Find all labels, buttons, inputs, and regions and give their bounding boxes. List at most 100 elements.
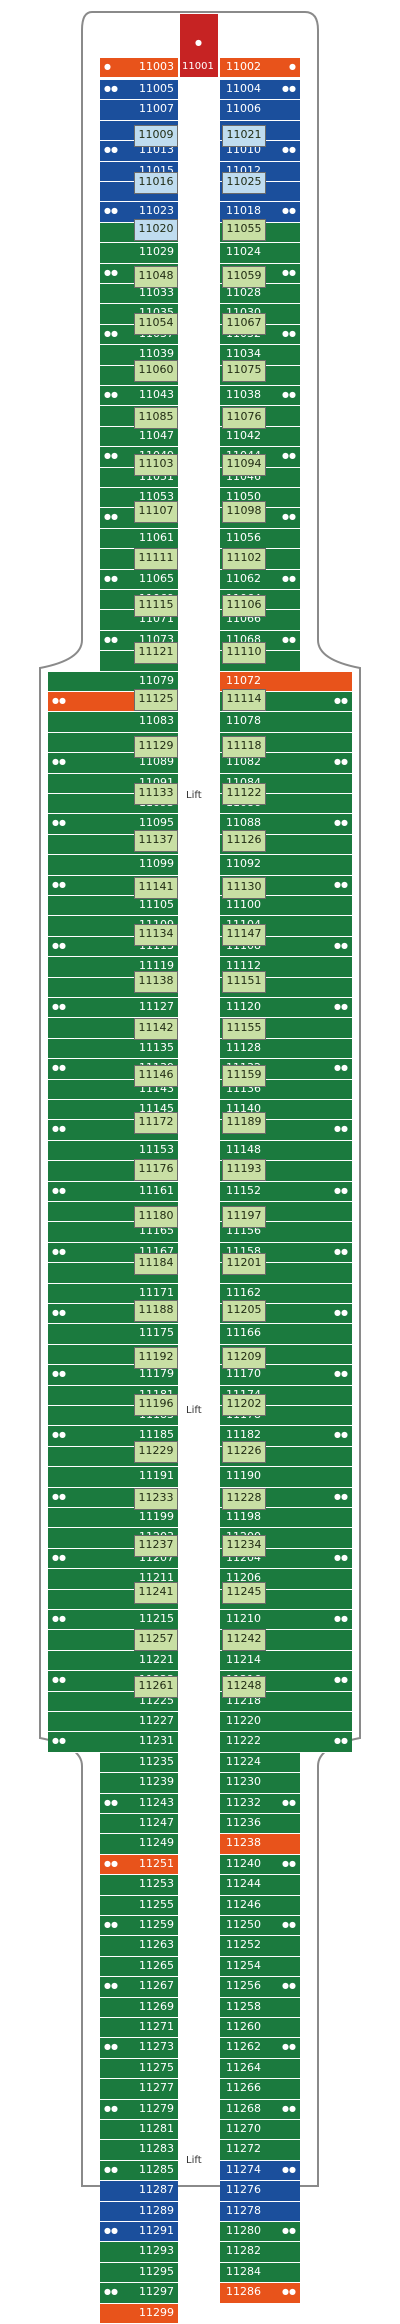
- cabin-11246[interactable]: 11246: [220, 1895, 300, 1916]
- cabin-11276[interactable]: 11276: [220, 2181, 300, 2202]
- cabin-11238[interactable]: 11238: [220, 1834, 300, 1855]
- cabin-11215[interactable]: 11215●●: [48, 1610, 178, 1631]
- cabin-11272[interactable]: 11272: [220, 2140, 300, 2161]
- cabin-11253[interactable]: 11253: [100, 1875, 178, 1896]
- cabin-11042[interactable]: 11042: [220, 426, 300, 448]
- cabin-11004[interactable]: 11004●●: [220, 80, 300, 101]
- cabin-11283[interactable]: 11283: [100, 2140, 178, 2161]
- inner-cabin-11226[interactable]: 11226: [222, 1441, 266, 1463]
- inner-cabin-11076[interactable]: 11076: [222, 407, 266, 429]
- inner-cabin-11197[interactable]: 11197: [222, 1206, 266, 1228]
- cabin-11001[interactable]: ● 11001: [180, 14, 218, 78]
- cabin-11220[interactable]: 11220: [220, 1712, 352, 1733]
- inner-cabin-11196[interactable]: 11196: [134, 1394, 178, 1416]
- cabin-11198[interactable]: 11198: [220, 1508, 352, 1529]
- inner-cabin-11016[interactable]: 11016: [134, 172, 178, 194]
- inner-cabin-11159[interactable]: 11159: [222, 1065, 266, 1087]
- cabin-11260[interactable]: 11260: [220, 2018, 300, 2039]
- cabin-11236[interactable]: 11236: [220, 1814, 300, 1835]
- cabin-11279[interactable]: 11279●●: [100, 2099, 178, 2120]
- cabin-11252[interactable]: 11252: [220, 1936, 300, 1957]
- cabin-11153[interactable]: 11153: [48, 1140, 178, 1162]
- cabin-11210[interactable]: 11210●●: [220, 1610, 352, 1631]
- cabin-11127[interactable]: 11127●●: [48, 998, 178, 1019]
- cabin-11092[interactable]: 11092: [220, 855, 352, 876]
- cabin-11259[interactable]: 11259●●: [100, 1916, 178, 1937]
- cabin-11275[interactable]: 11275: [100, 2058, 178, 2080]
- cabin-11240[interactable]: 11240●●: [220, 1854, 300, 1876]
- inner-cabin-11202[interactable]: 11202: [222, 1394, 266, 1416]
- cabin-11062[interactable]: 11062●●: [220, 569, 300, 590]
- cabin-11047[interactable]: 11047: [100, 426, 178, 448]
- inner-cabin-11130[interactable]: 11130: [222, 877, 266, 899]
- cabin-11099[interactable]: 11099: [48, 855, 178, 876]
- inner-cabin-11133[interactable]: 11133: [134, 783, 178, 805]
- inner-cabin-11176[interactable]: 11176: [134, 1159, 178, 1181]
- inner-cabin-11126[interactable]: 11126: [222, 830, 266, 852]
- cabin-11029[interactable]: 11029: [100, 243, 178, 264]
- inner-cabin-11102[interactable]: 11102: [222, 548, 266, 570]
- inner-cabin-11134[interactable]: 11134: [134, 924, 178, 946]
- cabin-11038[interactable]: 11038●●: [220, 386, 300, 407]
- cabin-11284[interactable]: 11284: [220, 2262, 300, 2284]
- cabin-11018[interactable]: 11018●●: [220, 202, 300, 223]
- cabin-11297[interactable]: 11297●●: [100, 2283, 178, 2304]
- cabin-11083[interactable]: 11083: [48, 712, 178, 733]
- inner-cabin-11138[interactable]: 11138: [134, 971, 178, 993]
- inner-cabin-11114[interactable]: 11114: [222, 689, 266, 711]
- inner-cabin-11257[interactable]: 11257: [134, 1629, 178, 1651]
- cabin-11266[interactable]: 11266: [220, 2079, 300, 2100]
- cabin-11251[interactable]: 11251●●: [100, 1854, 178, 1876]
- cabin-11061[interactable]: 11061: [100, 528, 178, 550]
- cabin-11072[interactable]: 11072: [220, 671, 352, 692]
- inner-cabin-11184[interactable]: 11184: [134, 1253, 178, 1275]
- cabin-11299[interactable]: 11299: [100, 2303, 178, 2324]
- cabin-11171[interactable]: 11171: [48, 1283, 178, 1304]
- inner-cabin-11107[interactable]: 11107: [134, 501, 178, 523]
- cabin-11166[interactable]: 11166: [220, 1324, 352, 1345]
- cabin-11088[interactable]: 11088●●: [220, 814, 352, 835]
- cabin-11243[interactable]: 11243●●: [100, 1793, 178, 1814]
- cabin-11280[interactable]: 11280●●: [220, 2222, 300, 2243]
- inner-cabin-11106[interactable]: 11106: [222, 595, 266, 617]
- cabin-11268[interactable]: 11268●●: [220, 2099, 300, 2120]
- inner-cabin-11129[interactable]: 11129: [134, 736, 178, 758]
- inner-cabin-11209[interactable]: 11209: [222, 1347, 266, 1369]
- cabin-11079[interactable]: 11079: [48, 671, 178, 692]
- cabin-11190[interactable]: 11190: [220, 1467, 352, 1488]
- cabin-11065[interactable]: 11065●●: [100, 569, 178, 590]
- cabin-11291[interactable]: 11291●●: [100, 2222, 178, 2243]
- cabin-11128[interactable]: 11128: [220, 1038, 352, 1060]
- inner-cabin-11122[interactable]: 11122: [222, 783, 266, 805]
- inner-cabin-11188[interactable]: 11188: [134, 1300, 178, 1322]
- cabin-11135[interactable]: 11135: [48, 1038, 178, 1060]
- cabin-11006[interactable]: 11006: [220, 100, 300, 121]
- cabin-11191[interactable]: 11191: [48, 1467, 178, 1488]
- inner-cabin-11021[interactable]: 11021: [222, 125, 266, 147]
- cabin-11003[interactable]: ● 11003: [100, 58, 178, 78]
- cabin-11265[interactable]: 11265: [100, 1956, 178, 1978]
- inner-cabin-11094[interactable]: 11094: [222, 454, 266, 476]
- cabin-11277[interactable]: 11277: [100, 2079, 178, 2100]
- cabin-11033[interactable]: 11033: [100, 284, 178, 305]
- cabin-11289[interactable]: 11289: [100, 2201, 178, 2222]
- inner-cabin-11261[interactable]: 11261: [134, 1676, 178, 1698]
- inner-cabin-11055[interactable]: 11055: [222, 219, 266, 241]
- cabin-11028[interactable]: 11028: [220, 284, 300, 305]
- inner-cabin-11110[interactable]: 11110: [222, 642, 266, 664]
- cabin-11089[interactable]: 11089●●: [48, 753, 178, 774]
- cabin-11239[interactable]: 11239: [100, 1773, 178, 1794]
- inner-cabin-11103[interactable]: 11103: [134, 454, 178, 476]
- cabin-11100[interactable]: 11100: [220, 896, 352, 917]
- inner-cabin-11067[interactable]: 11067: [222, 313, 266, 335]
- cabin-11255[interactable]: 11255: [100, 1895, 178, 1916]
- inner-cabin-11025[interactable]: 11025: [222, 172, 266, 194]
- inner-cabin-11172[interactable]: 11172: [134, 1112, 178, 1134]
- cabin-11161[interactable]: 11161●●: [48, 1181, 178, 1202]
- cabin-11254[interactable]: 11254: [220, 1956, 300, 1978]
- inner-cabin-11228[interactable]: 11228: [222, 1488, 266, 1510]
- cabin-11095[interactable]: 11095●●: [48, 814, 178, 835]
- cabin-11273[interactable]: 11273●●: [100, 2038, 178, 2059]
- cabin-11267[interactable]: 11267●●: [100, 1977, 178, 1998]
- inner-cabin-11147[interactable]: 11147: [222, 924, 266, 946]
